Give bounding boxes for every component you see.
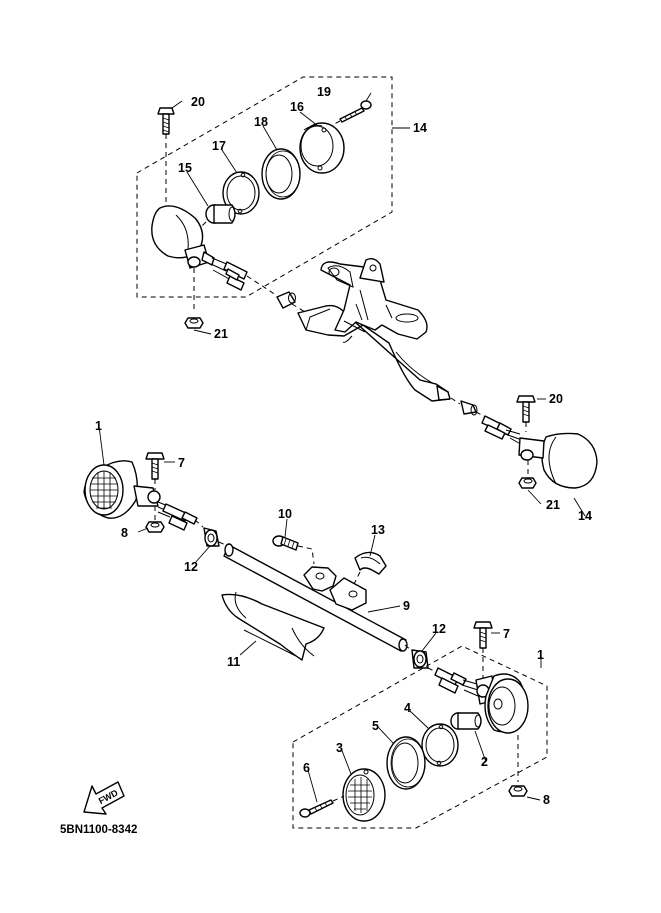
callout-7-left: 7 [178,456,185,470]
nut-21-upper [184,317,204,329]
rim-5 [386,736,426,790]
callout-21-right: 21 [546,498,560,512]
assembly-14-dashed-outline [136,76,393,298]
callout-16: 16 [290,100,304,114]
callout-13: 13 [371,523,385,537]
wire-harness-front-right [427,667,479,697]
assembly-1-dashed-outline [292,645,548,829]
grommet-rear [276,291,306,313]
nut-8-right [508,785,528,797]
nut-21-right [518,477,537,489]
callout-12-right: 12 [432,622,446,636]
callout-10: 10 [278,507,292,521]
grommet-12-left [203,527,229,547]
turn-signal-front-right [475,673,529,782]
bolt-10 [272,535,315,565]
callout-17: 17 [212,139,226,153]
bolt-7-left [145,452,165,490]
callout-14-top: 14 [413,121,427,135]
stay-tube-9 [223,543,408,652]
callout-18: 18 [254,115,268,129]
clamp-13 [351,551,387,589]
turn-signal-housing-rear-left [151,205,215,312]
callout-21-upper: 21 [214,327,228,341]
bulb-15 [197,204,236,231]
callout-5: 5 [372,719,379,733]
rim-18 [261,148,301,200]
callout-20-right: 20 [549,392,563,406]
fwd-direction-arrow: FWD [83,781,125,815]
wire-harness-upper [210,257,277,296]
callout-numbers: 20 19 16 18 17 15 14 21 20 21 14 1 7 8 1… [95,85,592,807]
callout-3: 3 [336,741,343,755]
callout-15: 15 [178,161,192,175]
leader-lines [98,92,586,803]
callout-1-left: 1 [95,419,102,433]
callout-11: 11 [227,655,240,669]
callout-8-left: 8 [121,526,128,540]
callout-6: 6 [303,761,310,775]
callout-1-right: 1 [537,648,544,662]
rear-bracket [297,257,461,405]
bolt-20-right [516,395,536,432]
screw-19 [326,100,372,129]
bulb-2 [450,712,482,730]
callout-20-top: 20 [191,95,205,109]
screw-6 [299,795,345,818]
turn-signal-front-left [83,460,161,519]
callout-8-right: 8 [543,793,550,807]
nut-8-left [145,506,165,533]
bolt-7-right [473,621,493,680]
cover-11 [221,591,325,661]
lens-3 [342,768,386,822]
grommet-12-right [404,644,429,669]
callout-9: 9 [403,599,410,613]
callout-14-right: 14 [578,509,592,523]
callout-7-right: 7 [503,627,510,641]
lens-16 [299,122,345,174]
diagram-reference-code: 5BN1100-8342 [60,824,137,836]
gasket-4 [421,723,459,767]
gasket-17 [222,171,260,215]
callout-4: 4 [404,701,411,715]
turn-signal-housing-right [518,432,598,489]
wire-harness-right [481,415,525,447]
callout-12-left: 12 [184,560,198,574]
callout-19: 19 [317,85,331,99]
bolt-20-top [157,107,175,246]
wire-harness-left [157,501,204,531]
callout-2: 2 [481,755,488,769]
